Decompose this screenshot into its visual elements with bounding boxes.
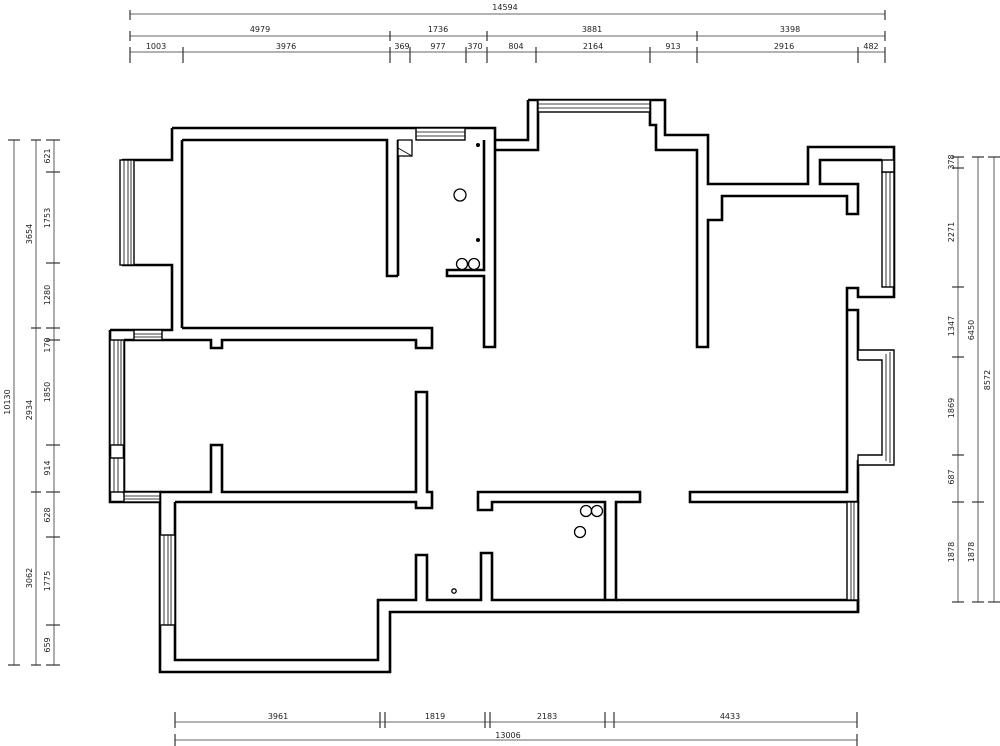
dim-left-total: 10130	[3, 389, 12, 414]
window-bottom-left	[159, 534, 176, 626]
window-right-low	[846, 501, 859, 601]
bottom-dimensions: 3961 1819 2183 4433 13006	[174, 712, 858, 746]
bath-fixture-2	[590, 504, 604, 518]
window-left-mid	[109, 339, 125, 446]
dim-top-row2-7: 2164	[583, 42, 603, 51]
dim-left-row2-5: 1850	[43, 382, 52, 402]
dim-bottom-row1-4: 4433	[720, 712, 740, 721]
dim-right-row2-2: 2271	[947, 222, 956, 242]
dim-top-row1-4: 3398	[780, 25, 800, 34]
dim-top-row2-1: 1003	[146, 42, 166, 51]
window-top-middle	[537, 99, 651, 113]
kitchen-burner-1	[455, 257, 469, 271]
dim-left-row2-3: 1280	[43, 285, 52, 305]
dim-top-row1-2: 1736	[428, 25, 448, 34]
dim-right-row1-2: 1878	[967, 542, 976, 562]
window-left-top	[119, 159, 135, 266]
dim-left-row2-9: 659	[43, 637, 52, 652]
dim-left-row2-4: 170	[43, 337, 52, 352]
top-dimensions: 14594 4979 1736 3881 3398 1003 3976 369 …	[129, 3, 886, 63]
dim-right-row2-3: 1347	[947, 316, 956, 336]
kitchen-drain-dot-top	[476, 143, 480, 147]
left-dimensions: 10130 3654 2934 3062 621 1753 1280 170 1…	[3, 139, 60, 666]
dim-left-row1-1: 3654	[25, 224, 34, 244]
dim-top-row2-8: 913	[665, 42, 680, 51]
bath-fixture-3	[573, 525, 587, 539]
bath-fixture-1	[579, 504, 593, 518]
dim-top-row2-9: 2916	[774, 42, 794, 51]
dim-bottom-row1-1: 3961	[268, 712, 288, 721]
windows	[109, 99, 895, 626]
dim-right-total: 8572	[983, 370, 992, 390]
dim-left-row2-7: 628	[43, 507, 52, 522]
kitchen-burner-2	[467, 257, 481, 271]
dim-right-row2-4: 1869	[947, 398, 956, 418]
dim-bottom-total: 13006	[495, 731, 520, 740]
right-dimensions: 378 2271 1347 1869 687 1878 6450 1878 85…	[947, 154, 1000, 603]
dim-right-row2-6: 1878	[947, 542, 956, 562]
dim-top-row2-5: 370	[467, 42, 482, 51]
walls	[108, 98, 896, 674]
dim-left-row1-3: 3062	[25, 568, 34, 588]
dim-top-row2-2: 3976	[276, 42, 296, 51]
floor-drain	[451, 588, 457, 594]
dim-top-row2-6: 804	[508, 42, 523, 51]
dim-left-row2-1: 621	[43, 148, 52, 163]
dim-top-row2-10: 482	[863, 42, 878, 51]
kitchen-drain-dot-mid	[476, 238, 480, 242]
dim-top-row1-3: 3881	[582, 25, 602, 34]
dim-bottom-row1-3: 2183	[537, 712, 557, 721]
dim-bottom-row1-2: 1819	[425, 712, 445, 721]
dim-top-total: 14594	[492, 3, 517, 12]
fixtures	[397, 139, 604, 594]
window-right-bay	[857, 349, 895, 466]
dim-left-row1-2: 2934	[25, 400, 34, 420]
dim-right-row2-1: 378	[947, 154, 956, 169]
dim-left-row2-6: 914	[43, 460, 52, 475]
dim-top-row2-4: 977	[430, 42, 445, 51]
dim-right-row2-5: 687	[947, 469, 956, 484]
window-left-low-bar	[123, 491, 161, 503]
kitchen-corner-mark	[397, 139, 413, 157]
dim-left-row2-2: 1753	[43, 208, 52, 228]
dim-top-row1-1: 4979	[250, 25, 270, 34]
window-right-corner	[881, 159, 895, 173]
window-left-mid-top	[133, 329, 163, 341]
kitchen-sink-circle	[453, 188, 467, 202]
window-kitchen	[415, 127, 466, 141]
dim-right-row1-1: 6450	[967, 320, 976, 340]
window-right-top	[881, 171, 895, 288]
dim-top-row2-3: 369	[394, 42, 409, 51]
dim-left-row2-8: 1775	[43, 571, 52, 591]
window-left-mid-low	[109, 457, 125, 493]
